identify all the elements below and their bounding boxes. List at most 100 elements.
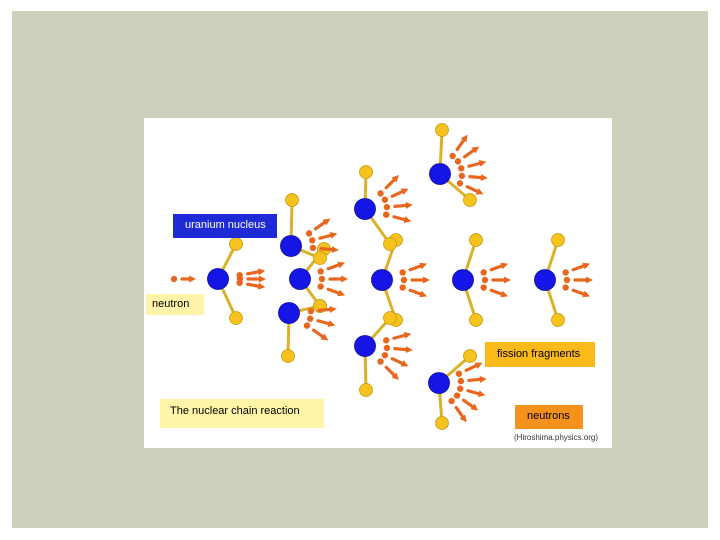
- emitted-neutron-arrow: [467, 377, 482, 382]
- fission-fragment: [469, 313, 483, 327]
- chain-reaction-figure: uranium nucleus neutron fission fragment…: [144, 118, 612, 448]
- emitted-neutron-dot: [455, 370, 463, 377]
- emitted-neutron-arrow: [392, 215, 407, 222]
- emitted-neutron-arrow: [465, 185, 479, 193]
- emitted-neutron-arrow: [571, 288, 586, 296]
- fission-fragment: [229, 237, 243, 251]
- emitted-neutron-arrow-head: [474, 362, 483, 369]
- emitted-neutron-dot: [317, 283, 324, 290]
- emitted-neutron-dot: [309, 244, 317, 252]
- emitted-neutron-dot: [317, 268, 324, 275]
- emitted-neutron-arrow: [393, 347, 408, 352]
- fission-fragment: [551, 233, 565, 247]
- emitted-neutron-arrow: [454, 405, 465, 419]
- emitted-neutron-dot: [305, 230, 313, 237]
- emitted-neutron-arrow: [571, 264, 586, 272]
- emitted-neutron-arrow-head: [337, 289, 346, 297]
- emitted-neutron-dot: [453, 392, 461, 399]
- fission-fragment: [281, 349, 295, 363]
- uranium-nucleus: [534, 269, 556, 291]
- emitted-neutron-arrow-head: [320, 333, 329, 341]
- emitted-neutron-dot: [307, 315, 314, 322]
- emitted-neutron-arrow-head: [329, 232, 338, 239]
- emitted-neutron-arrow-head: [259, 275, 266, 283]
- uranium-nucleus: [354, 335, 376, 357]
- emitted-neutron-dot: [448, 397, 455, 405]
- emitted-neutron-dot: [236, 279, 243, 287]
- emitted-neutron-arrow: [390, 190, 404, 198]
- fission-fragment: [383, 237, 397, 251]
- emitted-neutron-arrow-head: [403, 216, 412, 223]
- chain-reaction-diagram: [170, 123, 593, 430]
- uranium-nucleus: [354, 198, 376, 220]
- emitted-neutron-dot: [377, 190, 384, 197]
- emitted-neutron-arrow-head: [480, 174, 488, 182]
- emitted-neutron-arrow: [313, 220, 327, 231]
- emitted-neutron-arrow-head: [400, 360, 409, 367]
- emitted-neutron-arrow: [467, 161, 482, 168]
- emitted-neutron-arrow: [408, 264, 423, 272]
- emitted-neutron-arrow-head: [459, 414, 467, 423]
- emitted-neutron-arrow-head: [327, 320, 336, 327]
- fission-fragment: [359, 165, 373, 179]
- emitted-neutron-dot: [456, 180, 464, 187]
- emitted-neutron-arrow-head: [479, 375, 487, 383]
- fission-fragment: [229, 311, 243, 325]
- neutron-label: neutron: [146, 294, 204, 315]
- emitted-neutron-dot: [562, 284, 569, 291]
- emitted-neutron-dot: [458, 165, 465, 172]
- fission-fragment: [463, 349, 477, 363]
- emitted-neutron-arrow: [326, 287, 341, 295]
- emitted-neutron-arrow: [392, 333, 407, 340]
- incoming-neutron-dot: [170, 275, 178, 283]
- emitted-neutron-dot: [383, 203, 391, 211]
- emitted-neutron-arrow-head: [582, 262, 591, 270]
- emitted-neutron-dot: [399, 269, 406, 276]
- emitted-neutron-dot: [381, 352, 389, 359]
- emitted-neutron-arrow-head: [391, 372, 399, 380]
- emitted-neutron-arrow-head: [471, 146, 480, 154]
- uranium-nucleus: [428, 372, 450, 394]
- emitted-neutron-dot: [307, 307, 315, 315]
- emitted-neutron-arrow-head: [504, 276, 511, 284]
- fission-fragments-label: fission fragments: [485, 342, 595, 367]
- uranium-nucleus: [280, 235, 302, 257]
- emitted-neutron-arrow: [326, 263, 341, 271]
- emitted-neutron-dot: [458, 172, 466, 180]
- emitted-neutron-arrow-head: [478, 160, 487, 167]
- emitted-neutron-dot: [377, 358, 384, 365]
- emitted-neutron-arrow: [464, 364, 478, 372]
- emitted-neutron-arrow-head: [470, 403, 479, 411]
- fission-fragment: [359, 383, 373, 397]
- emitted-neutron-arrow: [466, 389, 481, 396]
- emitted-neutron-dot: [563, 276, 571, 284]
- emitted-neutron-arrow: [468, 175, 483, 180]
- emitted-neutron-dot: [480, 269, 487, 276]
- uranium-nucleus: [452, 269, 474, 291]
- emitted-neutron-arrow-head: [337, 261, 346, 269]
- emitted-neutron-arrow: [245, 282, 260, 288]
- emitted-neutron-arrow-head: [405, 201, 413, 209]
- slide-background: uranium nucleus neutron fission fragment…: [12, 11, 708, 528]
- fission-fragment: [435, 416, 449, 430]
- emitted-neutron-arrow-head: [586, 276, 593, 284]
- emitted-neutron-arrow-head: [460, 134, 468, 143]
- emitted-neutron-arrow-head: [582, 290, 591, 298]
- chain-reaction-title: The nuclear chain reaction: [160, 399, 324, 428]
- emitted-neutron-arrow: [384, 178, 396, 190]
- emitted-neutron-arrow-head: [419, 290, 428, 298]
- uranium-nucleus: [429, 163, 451, 185]
- uranium-nucleus: [371, 269, 393, 291]
- incoming-neutron-arrow-head: [189, 275, 196, 283]
- emitted-neutron-arrow: [245, 270, 260, 276]
- emitted-neutron-dot: [381, 196, 389, 203]
- fission-fragment: [435, 123, 449, 137]
- emitted-neutron-arrow-head: [419, 262, 428, 270]
- emitted-neutron-arrow-head: [257, 268, 266, 276]
- emitted-neutron-dot: [309, 237, 316, 244]
- emitted-neutron-dot: [399, 284, 406, 291]
- emitted-neutron-dot: [457, 385, 464, 392]
- uranium-nucleus: [289, 268, 311, 290]
- emitted-neutron-arrow-head: [322, 218, 331, 226]
- uranium-nucleus-label: uranium nucleus: [173, 214, 277, 238]
